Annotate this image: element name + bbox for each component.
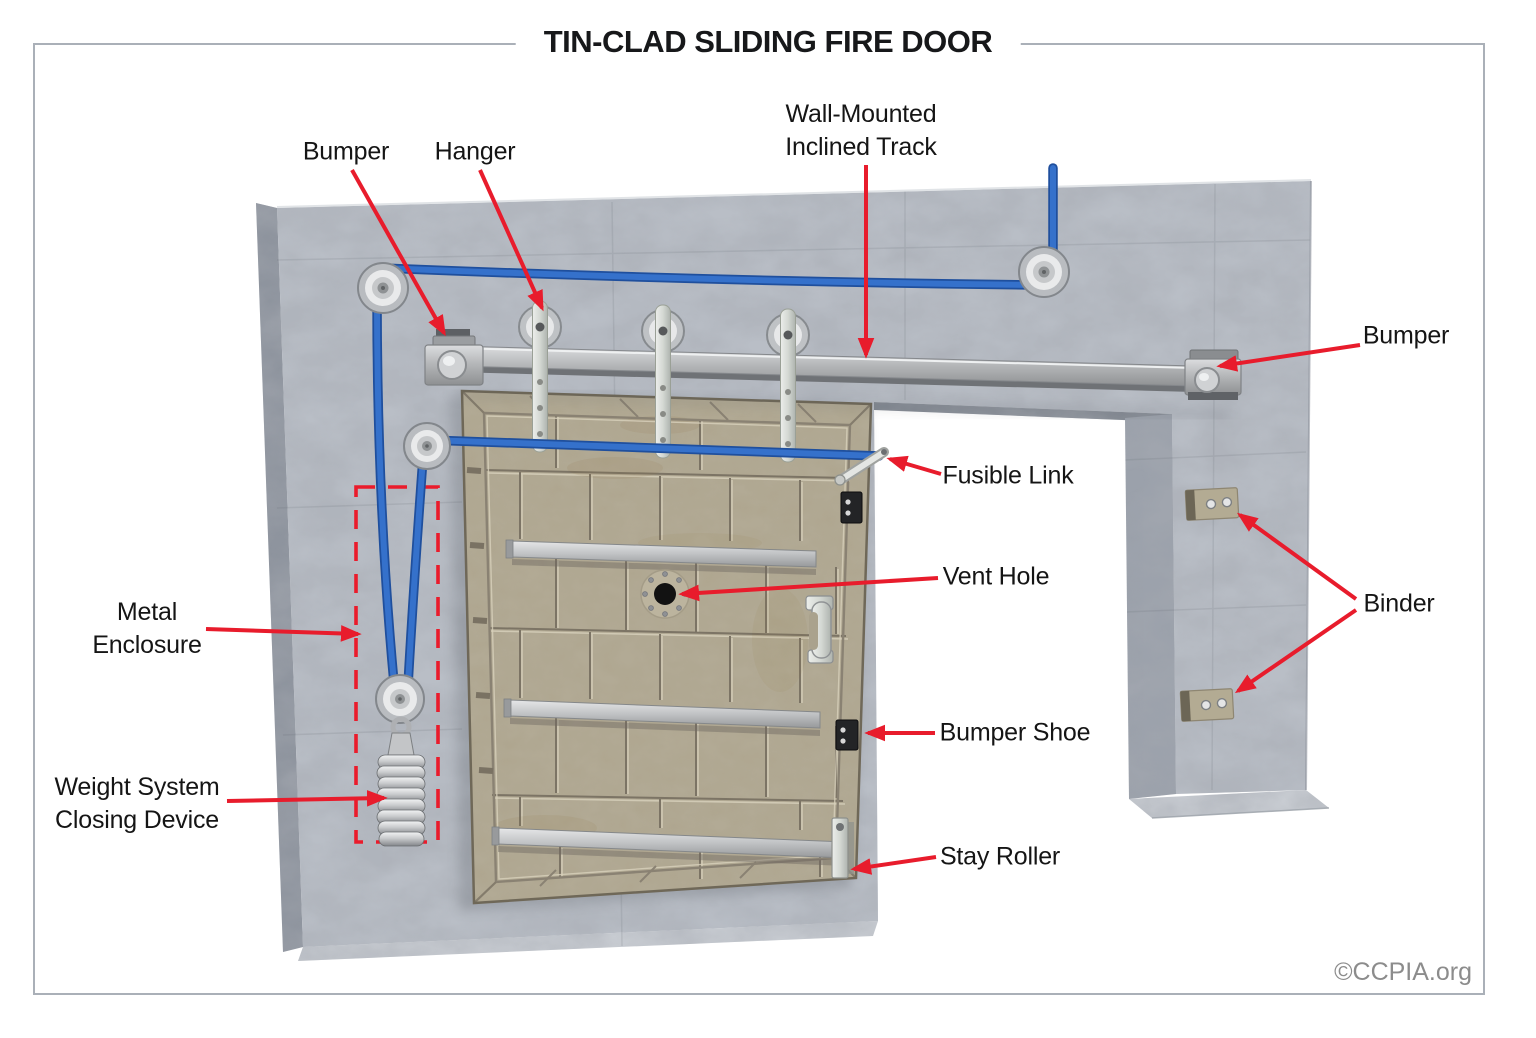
cable-right-strand [405, 455, 426, 688]
stay-roller [831, 817, 854, 879]
label-fusible-link: Fusible Link [942, 461, 1074, 490]
label-weight-system: Weight System Closing Device [54, 773, 220, 834]
label-hanger: Hanger [434, 137, 516, 166]
binder-upper [1184, 487, 1240, 521]
cable-left-strand [374, 294, 397, 686]
watermark: ©CCPIA.org [1334, 958, 1472, 986]
fire-door [460, 389, 873, 905]
label-bumper-left: Bumper [302, 137, 390, 166]
label-vent-hole: Vent Hole [942, 562, 1050, 591]
arrow-metal-enclosure [205, 625, 362, 642]
pulley-top-left [357, 262, 409, 314]
arrow-binder-upper [1236, 512, 1358, 601]
label-bumper-shoe: Bumper Shoe [939, 718, 1091, 747]
bumper-shoe-lower [835, 719, 859, 751]
label-inclined-track: Wall-Mounted Inclined Track [785, 100, 937, 161]
pulley-top-right [1018, 246, 1070, 298]
arrow-weight-system [226, 790, 388, 807]
arrow-hanger [478, 169, 544, 312]
fusible-link [834, 447, 889, 486]
label-stay-roller: Stay Roller [939, 842, 1061, 871]
track-bumper-left [424, 329, 484, 386]
inclined-track [451, 345, 1233, 419]
track-bumper-right [1184, 349, 1242, 400]
vent-hole [640, 569, 690, 619]
hanger-3 [766, 308, 810, 463]
page-title: TIN-CLAD SLIDING FIRE DOOR [515, 24, 1021, 60]
hanger-2 [641, 304, 685, 459]
label-binder: Binder [1363, 589, 1435, 618]
arrow-vent-hole [678, 576, 939, 602]
arrow-stay-roller [850, 855, 937, 875]
arrow-fusible-link [886, 455, 942, 476]
hanger-1 [518, 300, 562, 453]
arrow-bumper-left [350, 169, 446, 337]
weight-stack [376, 716, 426, 847]
label-metal-enclosure: Metal Enclosure [92, 598, 202, 659]
pulley-weight [375, 674, 425, 724]
cable-top-run [378, 265, 1037, 288]
callout-arrows [205, 165, 1361, 875]
metal-enclosure-outline [354, 485, 440, 844]
arrow-bumper-right [1216, 343, 1361, 372]
cable-system [372, 163, 1058, 690]
cable-door-run [424, 435, 884, 461]
bumper-shoe-upper [840, 491, 863, 524]
label-bumper-right: Bumper [1362, 321, 1450, 350]
arrow-binder-lower [1234, 608, 1358, 694]
binder-lower [1179, 688, 1235, 722]
door-handle [805, 595, 834, 664]
pulley-middle [403, 422, 451, 470]
